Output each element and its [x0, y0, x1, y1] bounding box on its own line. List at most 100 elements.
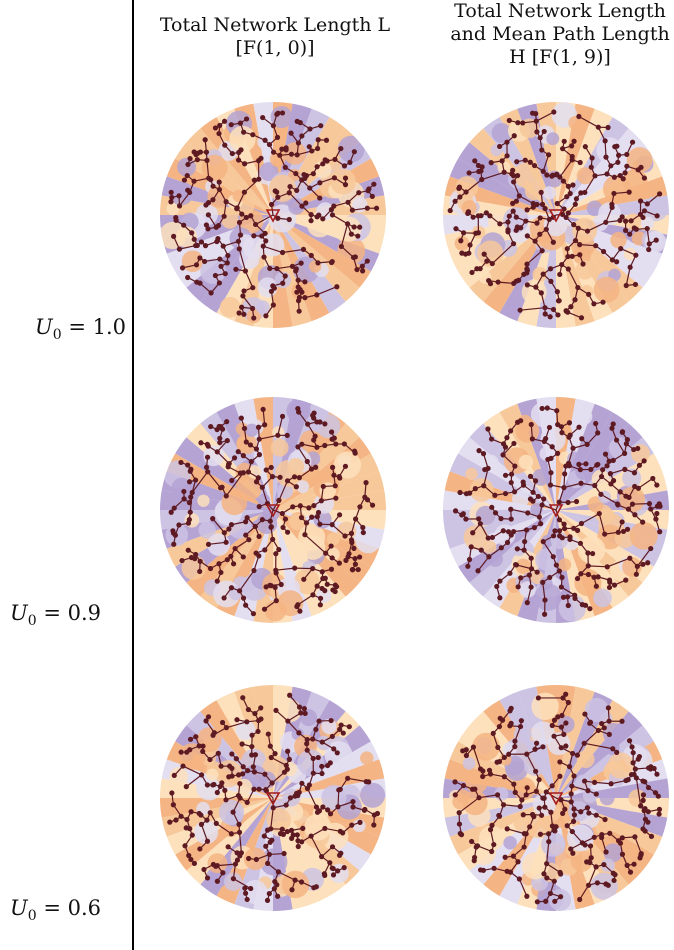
network-node	[255, 475, 261, 481]
network-node	[563, 214, 569, 221]
network-node	[605, 705, 612, 711]
network-node	[323, 137, 330, 143]
network-node	[261, 833, 267, 839]
network-node	[242, 890, 249, 896]
territory-sector	[556, 102, 626, 215]
network-node	[240, 453, 246, 459]
network-node	[324, 581, 330, 587]
network-node	[623, 577, 629, 583]
root-triangle-icon	[265, 792, 281, 806]
network-node	[582, 778, 588, 784]
network-edge	[306, 788, 318, 808]
territory-blob	[242, 236, 266, 259]
network-node	[657, 191, 663, 197]
network-node	[568, 846, 574, 852]
network-node	[327, 860, 333, 866]
network-node	[582, 842, 588, 848]
network-node	[244, 515, 250, 521]
network-node	[571, 525, 577, 531]
network-node	[262, 771, 268, 777]
row-label-u0-1.0: U0 = 1.0	[35, 315, 126, 343]
network-node	[565, 602, 571, 609]
network-node	[352, 555, 358, 562]
network-node	[275, 893, 281, 899]
network-node	[219, 719, 226, 726]
network-node	[304, 747, 310, 753]
network-node	[613, 437, 620, 443]
network-node	[594, 880, 601, 886]
network-node	[210, 183, 216, 189]
network-node	[515, 172, 521, 179]
network-node	[537, 831, 544, 837]
network-node	[355, 233, 361, 239]
network-node	[216, 130, 222, 137]
network-node	[333, 441, 339, 447]
network-node	[236, 772, 242, 778]
network-node	[631, 470, 638, 476]
network-node	[294, 187, 300, 193]
network-node	[528, 421, 534, 428]
network-node	[554, 289, 560, 295]
network-edge	[607, 557, 631, 568]
territory-blob	[513, 725, 532, 744]
network-node	[325, 807, 331, 813]
network-node	[492, 510, 499, 516]
network-node	[268, 201, 275, 208]
network-edge	[216, 451, 230, 464]
network-node	[350, 799, 356, 805]
network-node	[485, 465, 491, 472]
territory-blob	[223, 872, 243, 891]
network-node	[304, 785, 311, 792]
network-edge	[332, 214, 348, 225]
network-edge	[207, 471, 222, 489]
territory-blob	[472, 732, 500, 761]
network-node	[329, 555, 335, 561]
network-node	[191, 178, 197, 184]
network-node	[224, 419, 230, 425]
network-node	[227, 763, 233, 769]
network-node	[168, 199, 174, 205]
network-node	[610, 457, 616, 464]
network-node	[561, 138, 567, 144]
network-edge	[185, 774, 202, 788]
network-node	[571, 222, 577, 228]
network-node	[330, 464, 336, 470]
network-node	[476, 516, 482, 522]
network-node	[205, 714, 212, 720]
network-node	[640, 797, 646, 803]
network-node	[203, 149, 210, 155]
network-node	[314, 164, 320, 170]
network-node	[578, 809, 584, 815]
network-node	[630, 750, 636, 756]
network-node	[275, 110, 281, 116]
network-node	[269, 780, 275, 786]
network-edge	[310, 827, 326, 837]
network-node	[641, 458, 647, 464]
network-node	[590, 550, 596, 557]
network-node	[245, 469, 252, 475]
network-node	[623, 282, 629, 289]
network-node	[303, 200, 309, 206]
network-node	[485, 426, 491, 432]
root-triangle-icon	[548, 792, 564, 806]
network-node	[606, 577, 613, 583]
network-node	[217, 122, 223, 129]
network-edge	[278, 480, 289, 501]
network-node	[338, 145, 344, 152]
network-node	[533, 111, 539, 117]
network-node	[599, 831, 605, 838]
network-node	[232, 545, 238, 552]
network-node	[530, 204, 536, 210]
network-node	[224, 260, 230, 266]
network-node	[530, 489, 536, 495]
network-node	[364, 497, 371, 503]
network-node	[205, 469, 211, 475]
network-node	[248, 459, 254, 465]
network-node	[188, 809, 194, 815]
network-node	[251, 567, 257, 574]
network-edge	[586, 432, 599, 445]
network-node	[279, 110, 286, 116]
network-node	[538, 521, 544, 527]
network-edge	[598, 513, 606, 535]
network-node	[239, 304, 245, 310]
